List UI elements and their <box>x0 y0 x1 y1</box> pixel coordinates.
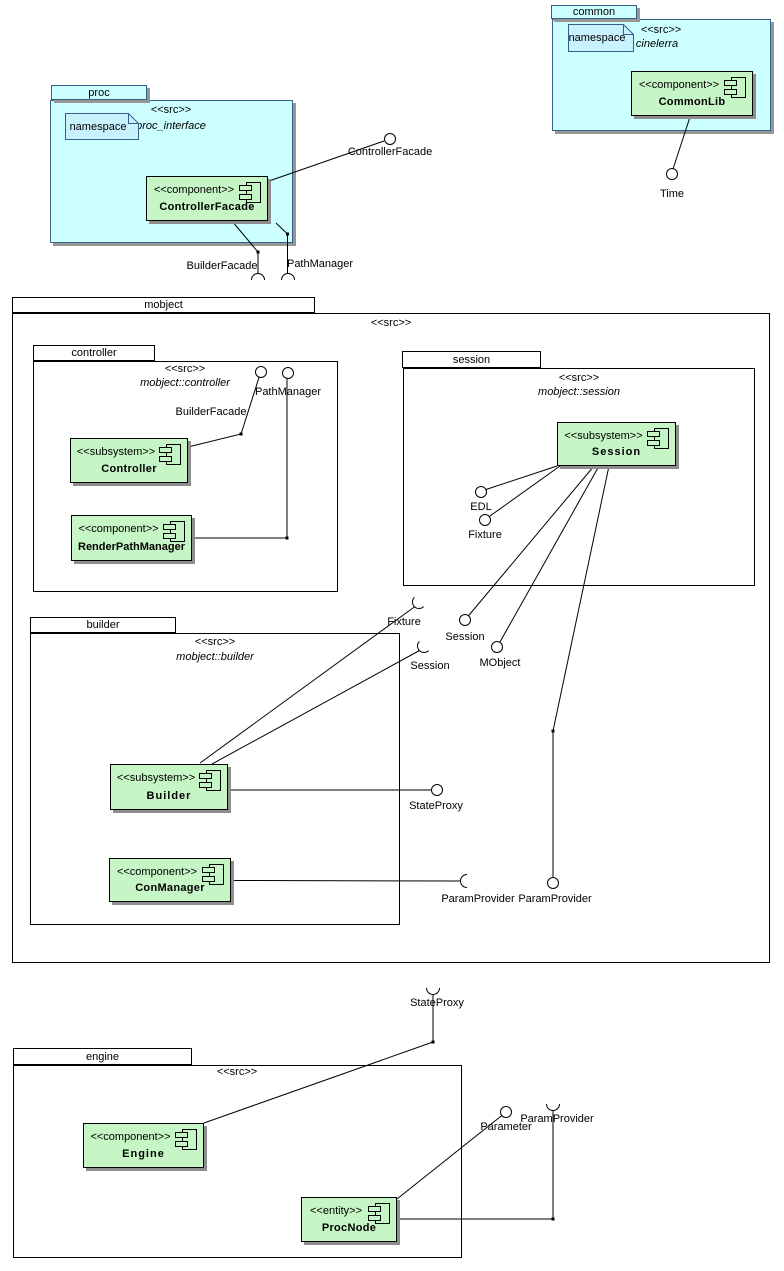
package-common-stereotype: <<src>> <box>640 24 682 36</box>
component-name: ConManager <box>135 882 205 894</box>
component-stereotype: <<entity>> <box>310 1205 362 1217</box>
component-name: RenderPathManager <box>78 541 185 553</box>
component-stereotype: <<subsystem>> <box>564 430 643 442</box>
interface-label-edl: EDL <box>470 501 492 513</box>
interface-label-stateproxy-required: StateProxy <box>410 997 464 1009</box>
entity-procnode[interactable]: <<entity>> ProcNode <box>301 1197 397 1242</box>
component-name: ControllerFacade <box>159 201 255 213</box>
note-label: namespace <box>69 120 127 133</box>
subsystem-controller[interactable]: <<subsystem>> Controller <box>70 438 188 483</box>
component-name: CommonLib <box>658 96 726 108</box>
component-name: Engine <box>122 1148 165 1160</box>
note-label: namespace <box>568 32 626 44</box>
lollipop-controllerfacade[interactable] <box>384 133 396 145</box>
component-name: Controller <box>101 463 157 475</box>
component-stereotype: <<component>> <box>638 79 720 91</box>
interface-label-builderfacade-required: BuilderFacade <box>186 260 258 272</box>
package-proc-tab[interactable]: proc <box>51 85 147 100</box>
component-name: Builder <box>146 790 192 802</box>
package-controller-stereotype: <<src>> <box>164 363 206 375</box>
package-session-stereotype: <<src>> <box>558 372 600 384</box>
package-engine-stereotype: <<src>> <box>216 1066 258 1078</box>
note-shape <box>65 113 139 140</box>
package-session-body[interactable] <box>403 368 755 586</box>
interface-label-paramprovider-required: ParamProvider <box>441 893 515 905</box>
interface-label-fixture-provided: Fixture <box>468 529 502 541</box>
package-session-name: mobject::session <box>538 386 620 398</box>
package-mobject-tab[interactable]: mobject <box>12 297 315 313</box>
interface-label-fixture-required: Fixture <box>387 616 421 628</box>
namespace-note-common[interactable]: namespace <box>568 24 634 52</box>
component-icon <box>199 770 221 791</box>
component-controllerfacade[interactable]: <<component>> ControllerFacade <box>146 176 268 221</box>
interface-label-stateproxy-provided: StateProxy <box>409 800 463 812</box>
interface-label-pathmanager-required: PathManager <box>286 258 354 270</box>
component-icon <box>202 864 224 885</box>
interface-label-builderfacade-provided: BuilderFacade <box>175 406 247 418</box>
package-controller-name: mobject::controller <box>140 377 230 389</box>
component-stereotype: <<component>> <box>116 866 198 878</box>
component-icon <box>647 428 669 449</box>
note-shape <box>568 24 634 52</box>
package-engine-tab[interactable]: engine <box>13 1048 192 1065</box>
interface-label-controllerfacade: ControllerFacade <box>347 146 433 158</box>
socket-pathmanager[interactable] <box>281 273 295 281</box>
component-icon <box>159 444 181 465</box>
component-icon <box>239 182 261 203</box>
component-name: ProcNode <box>321 1222 377 1234</box>
interface-label-session-required: Session <box>410 660 450 672</box>
component-icon <box>724 77 746 98</box>
component-commonlib[interactable]: <<component>> CommonLib <box>631 71 753 116</box>
package-controller-tab[interactable]: controller <box>33 345 155 361</box>
interface-label-session-provided: Session <box>445 631 485 643</box>
socket-paramprovider-engine[interactable] <box>546 1103 560 1111</box>
component-engine[interactable]: <<component>> Engine <box>83 1123 204 1168</box>
package-mobject-stereotype: <<src>> <box>370 317 412 329</box>
component-stereotype: <<component>> <box>90 1131 171 1143</box>
component-conmanager[interactable]: <<component>> ConManager <box>109 858 231 902</box>
component-icon <box>175 1129 197 1150</box>
component-stereotype: <<subsystem>> <box>116 772 196 784</box>
package-proc-name: proc_interface <box>136 120 206 132</box>
subsystem-session[interactable]: <<subsystem>> Session <box>557 422 676 466</box>
namespace-note-proc[interactable]: namespace <box>65 113 139 140</box>
interface-label-paramprovider-engine-required: ParamProvider <box>520 1113 594 1125</box>
interface-label-paramprovider-provided: ParamProvider <box>518 893 592 905</box>
socket-builderfacade[interactable] <box>251 273 265 281</box>
package-builder-stereotype: <<src>> <box>194 636 236 648</box>
component-icon <box>163 521 185 542</box>
lollipop-time[interactable] <box>666 168 678 180</box>
package-session-tab[interactable]: session <box>402 351 541 368</box>
subsystem-builder[interactable]: <<subsystem>> Builder <box>110 764 228 810</box>
package-builder-tab[interactable]: builder <box>30 617 176 633</box>
component-name: Session <box>591 446 642 458</box>
component-icon <box>368 1203 390 1224</box>
interface-label-pathmanager-provided: PathManager <box>254 386 322 398</box>
component-stereotype: <<component>> <box>78 523 159 535</box>
package-common-tab[interactable]: common <box>551 5 637 19</box>
component-stereotype: <<component>> <box>153 184 235 196</box>
package-builder-name: mobject::builder <box>176 651 254 663</box>
interface-label-mobject: MObject <box>479 657 521 669</box>
lollipop-parameter[interactable] <box>500 1106 512 1118</box>
component-stereotype: <<subsystem>> <box>76 446 156 458</box>
socket-stateproxy[interactable] <box>426 987 440 995</box>
package-common-name: cinelerra <box>635 38 679 50</box>
component-renderpathmanager[interactable]: <<component>> RenderPathManager <box>71 515 192 561</box>
interface-label-time: Time <box>659 188 685 200</box>
package-proc-stereotype: <<src>> <box>150 104 192 116</box>
